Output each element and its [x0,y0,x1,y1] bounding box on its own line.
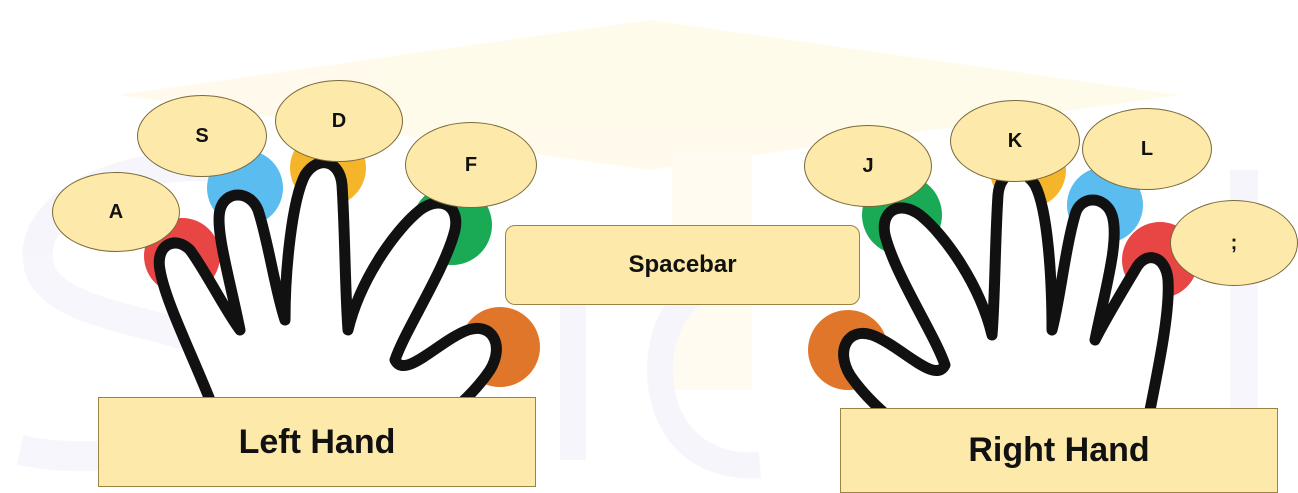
left-hand-label: Left Hand [98,397,536,487]
right-hand-label: Right Hand [840,408,1278,493]
key-bubble-semicolon: ; [1170,200,1298,286]
spacebar-label: Spacebar [505,225,860,305]
key-bubble-f: F [405,122,537,208]
key-bubble-a: A [52,172,180,252]
key-bubble-d: D [275,80,403,162]
left-hand-outline [153,157,502,446]
key-bubble-s: S [137,95,267,177]
key-bubble-k: K [950,100,1080,182]
key-bubble-l: L [1082,108,1212,190]
key-bubble-j: J [804,125,932,207]
